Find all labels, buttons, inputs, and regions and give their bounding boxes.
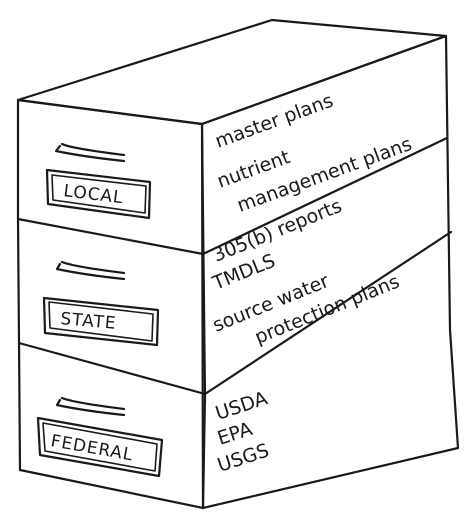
drawer-handle-icon[interactable]	[56, 144, 124, 161]
drawer-label-local: LOCAL	[62, 181, 124, 208]
drawer-federal[interactable]: FEDERAL	[38, 398, 162, 476]
federal-documents: USDA EPA USGS	[213, 387, 272, 476]
document-item: 305(b) reports	[210, 195, 345, 267]
drawer-handle-icon[interactable]	[57, 398, 124, 415]
state-documents: 305(b) reports TMDLS source water protec…	[209, 195, 403, 349]
drawer-divider-front-1	[18, 219, 203, 254]
drawer-handle-icon[interactable]	[57, 262, 124, 279]
drawer-local[interactable]: LOCAL	[47, 144, 150, 218]
drawer-divider-front-2	[19, 343, 205, 394]
drawer-state[interactable]: STATE	[44, 262, 158, 345]
